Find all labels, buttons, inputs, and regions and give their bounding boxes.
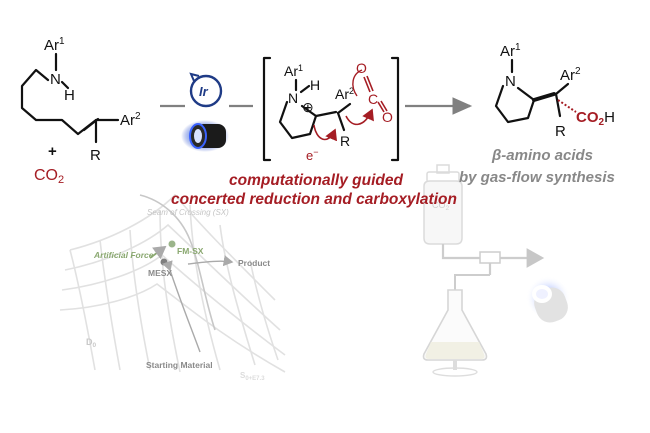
- charge-plus-icon: ⊕: [302, 99, 314, 115]
- product-caption-line1: β-amino acids: [491, 147, 593, 164]
- s-label: S0+E7.3: [240, 371, 265, 382]
- fmsx-label: FM-SX: [177, 246, 204, 256]
- co2-oxygen-top: O: [356, 60, 367, 76]
- artificial-force-label: Artificial Force: [93, 250, 154, 260]
- intermediate-h: H: [310, 77, 320, 93]
- product-n: N: [505, 73, 516, 90]
- product-caption-line2: by gas-flow synthesis: [459, 169, 615, 186]
- energy-surface: Seam of Crossing (SX) Artificial Force F…: [59, 193, 286, 382]
- mesx-point: [160, 258, 168, 266]
- product-co2h: CO2H: [576, 109, 615, 128]
- reactant-ar1: Ar1: [44, 36, 65, 54]
- intermediate-ar2: Ar2: [335, 86, 354, 102]
- product-ar2: Ar2: [560, 66, 581, 84]
- cylinder-label: CO2: [432, 200, 450, 212]
- fmsx-point: [168, 240, 176, 248]
- subtitle-line2: concerted reduction and carboxylation: [171, 191, 457, 208]
- t-junction: [479, 251, 501, 264]
- co2-cylinder: CO2: [423, 164, 463, 245]
- ir-catalyst-icon: Ir: [189, 72, 223, 108]
- reactant-n: N: [50, 71, 61, 88]
- seam-label: Seam of Crossing (SX): [147, 208, 229, 217]
- electron-label: e−: [306, 147, 319, 163]
- product-label: Product: [238, 258, 270, 268]
- intermediate-n: N: [288, 90, 298, 106]
- product-ar1: Ar1: [500, 42, 521, 60]
- reactant-co2: CO2: [34, 167, 64, 186]
- co2-carbon: C: [368, 91, 378, 107]
- reactant-molecule: Ar1 N H Ar2 R + CO2: [20, 36, 141, 186]
- intermediate-r: R: [340, 133, 350, 149]
- product-molecule: Ar1 N Ar2 CO2H R β-amino acids by gas-fl…: [459, 42, 615, 186]
- d0-label: D0: [86, 337, 97, 349]
- blue-led-icon: [181, 120, 229, 152]
- catalysis-conditions: Ir: [160, 72, 253, 152]
- ir-label: Ir: [199, 84, 209, 99]
- reactant-h: H: [64, 87, 75, 104]
- product-r: R: [555, 123, 566, 140]
- starting-material-label: Starting Material: [146, 360, 213, 370]
- flow-lamp-icon: [526, 276, 570, 323]
- intermediate-complex: Ar1 H N ⊕ Ar2 R e− O C O: [262, 56, 400, 163]
- surface-mesh: [59, 193, 286, 373]
- reactant-plus: +: [48, 143, 57, 160]
- subtitle-line1: computationally guided: [229, 172, 403, 189]
- gas-line: [441, 244, 545, 268]
- co2-oxygen-bottom: O: [382, 109, 393, 125]
- flask: [422, 289, 488, 377]
- intermediate-ar1: Ar1: [284, 63, 303, 79]
- mesx-label: MESX: [148, 268, 172, 278]
- reactant-ar2: Ar2: [120, 111, 141, 129]
- reactant-r: R: [90, 147, 101, 164]
- gas-flow-setup: CO2: [422, 164, 570, 377]
